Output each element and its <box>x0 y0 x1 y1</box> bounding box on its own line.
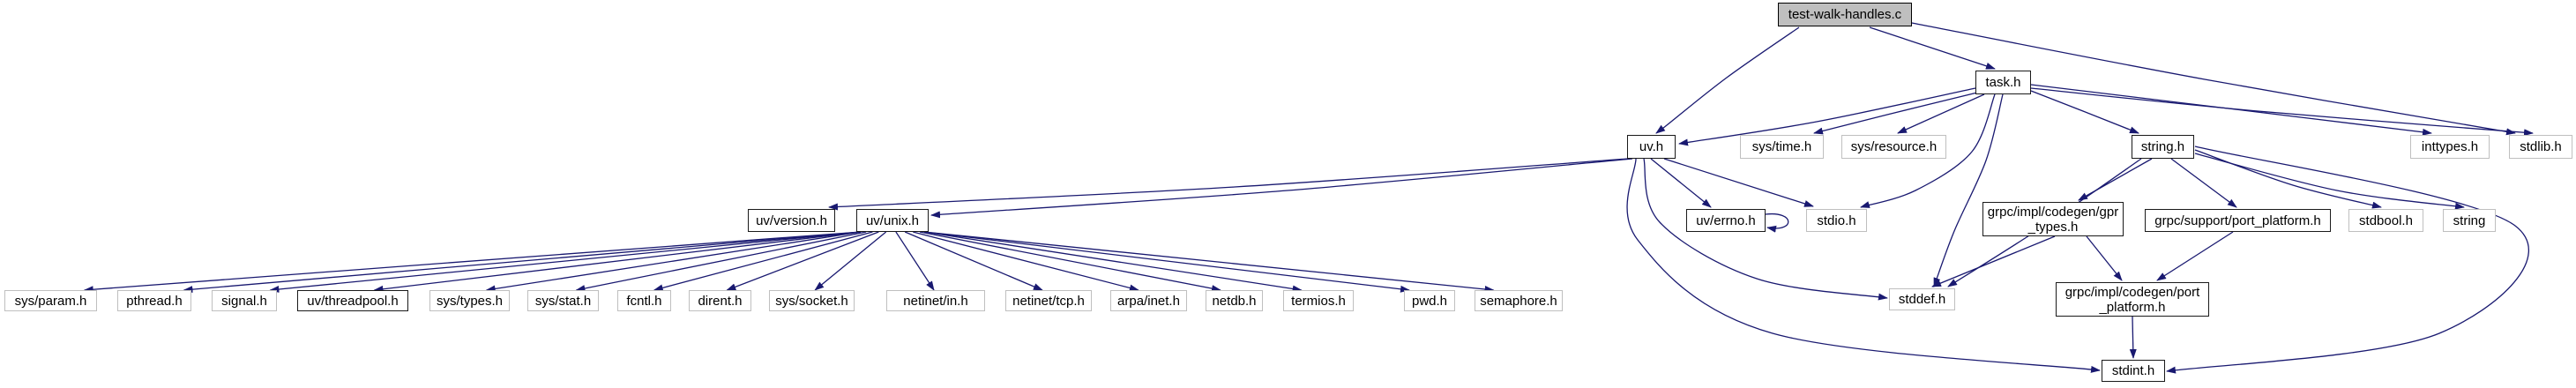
node-stdio-h: stdio.h <box>1806 209 1867 232</box>
edge-uv-unix-h-to-pthread-h <box>183 231 862 294</box>
node-sys-socket-h: sys/socket.h <box>769 290 855 311</box>
edge-string-h-to-stdint-h <box>2166 146 2529 374</box>
edge-gpr-types-h-to-stddef-h <box>1931 235 2056 287</box>
edge-uv-errno-h-to-uv-errno-h <box>1765 213 1789 233</box>
edge-test-walk-handles-c-to-uv-h <box>1655 26 1800 134</box>
node-sys-types-h: sys/types.h <box>429 290 510 311</box>
edge-uv-h-to-stdint-h <box>1626 158 2101 373</box>
edge-task-h-to-string-h <box>2030 90 2139 134</box>
edge-uv-unix-h-to-sys-stat-h <box>575 231 867 292</box>
node-uv-unix-h[interactable]: uv/unix.h <box>856 209 929 232</box>
node-pwd-h: pwd.h <box>1404 290 1455 311</box>
node-string-h[interactable]: string.h <box>2132 135 2194 159</box>
node-uv-errno-h[interactable]: uv/errno.h <box>1686 209 1766 232</box>
node-uv-h[interactable]: uv.h <box>1627 135 1676 159</box>
edge-uv-h-to-stddef-h <box>1643 158 1888 301</box>
node-signal-h: signal.h <box>212 290 277 311</box>
edge-task-h-to-uv-h <box>1678 87 1976 146</box>
edge-string-h-to-stdbool-h <box>2194 149 2382 209</box>
edge-uv-unix-h-to-uv-threadpool-h <box>373 231 862 293</box>
edge-uv-h-to-uv-unix-h <box>930 158 1633 219</box>
edge-gpr-port-platform-h-to-stdint-h <box>2129 316 2137 359</box>
edge-uv-h-to-uv-version-h <box>828 158 1629 211</box>
edge-uv-h-to-uv-errno-h <box>1650 158 1712 208</box>
edge-uv-unix-h-to-dirent-h <box>726 231 879 291</box>
edge-uv-unix-h-to-signal-h <box>269 231 862 293</box>
edge-uv-unix-h-to-netinet-tcp-h <box>904 231 1043 291</box>
edge-uv-unix-h-to-sys-socket-h <box>814 231 887 291</box>
node-semaphore-h: semaphore.h <box>1475 290 1563 311</box>
node-sys-param-h: sys/param.h <box>4 290 97 311</box>
edge-uv-unix-h-to-netdb-h <box>919 231 1221 293</box>
edge-string-h-to-grpc-support-port-platform-h <box>2170 158 2237 208</box>
node-task-h[interactable]: task.h <box>1975 71 2031 94</box>
node-dirent-h: dirent.h <box>689 290 751 311</box>
edge-string-h-to-string <box>2194 153 2465 210</box>
edge-task-h-to-stddef-h <box>1933 93 2004 287</box>
edge-uv-unix-h-to-sys-types-h <box>485 231 862 293</box>
edge-gpr-types-h-to-gpr-port-platform-h <box>2086 235 2123 281</box>
node-grpc-support-port-platform-h[interactable]: grpc/support/port_platform.h <box>2145 209 2331 232</box>
edge-uv-unix-h-to-termios-h <box>923 231 1303 293</box>
node-pthread-h: pthread.h <box>117 290 191 311</box>
node-stdint-h[interactable]: stdint.h <box>2102 360 2165 382</box>
node-sys-stat-h: sys/stat.h <box>527 290 599 311</box>
edge-uv-unix-h-to-netinet-in-h <box>895 231 935 291</box>
node-test-walk-handles-c: test-walk-handles.c <box>1778 3 1912 26</box>
node-netinet-in-h: netinet/in.h <box>886 290 985 311</box>
edge-uv-unix-h-to-fcntl-h <box>653 231 873 292</box>
node-termios-h: termios.h <box>1283 290 1354 311</box>
node-stdbool-h: stdbool.h <box>2348 209 2423 232</box>
node-stdlib-h: stdlib.h <box>2509 135 2572 159</box>
edge-task-h-to-sys-resource-h <box>1897 93 1985 134</box>
node-inttypes-h: inttypes.h <box>2410 135 2490 159</box>
node-sys-resource-h: sys/resource.h <box>1841 135 1946 159</box>
edge-string-h-to-gpr-types-h <box>2078 158 2153 201</box>
edge-uv-unix-h-to-pwd-h <box>923 231 1410 293</box>
node-string: string <box>2443 209 2496 232</box>
node-netinet-tcp-h: netinet/tcp.h <box>1005 290 1092 311</box>
node-uv-threadpool-h[interactable]: uv/threadpool.h <box>297 290 408 311</box>
node-netdb-h: netdb.h <box>1206 290 1263 311</box>
edge-uv-unix-h-to-arpa-inet-h <box>913 231 1139 292</box>
edge-task-h-to-stdio-h <box>1860 93 1996 208</box>
edge-task-h-to-stdlib-h <box>2030 87 2534 137</box>
edge-task-h-to-sys-time-h <box>1813 92 1978 135</box>
edge-grpc-support-port-platform-h-to-gpr-port-platform-h <box>2156 231 2234 281</box>
node-fcntl-h: fcntl.h <box>617 290 671 311</box>
edge-uv-h-to-stdio-h <box>1663 158 1814 207</box>
edge-test-walk-handles-c-to-task-h <box>1869 26 1996 70</box>
node-gpr-types-h[interactable]: grpc/impl/codegen/gpr _types.h <box>1982 202 2124 236</box>
node-sys-time-h: sys/time.h <box>1740 135 1824 159</box>
edge-uv-unix-h-to-semaphore-h <box>923 231 1495 293</box>
node-gpr-port-platform-h[interactable]: grpc/impl/codegen/port _platform.h <box>2056 282 2209 317</box>
edge-test-walk-handles-c-to-stdlib-h <box>1911 22 2516 136</box>
edge-uv-unix-h-to-sys-param-h <box>83 231 862 294</box>
node-arpa-inet-h: arpa/inet.h <box>1110 290 1187 311</box>
node-uv-version-h[interactable]: uv/version.h <box>748 209 835 232</box>
node-stddef-h: stddef.h <box>1889 288 1955 310</box>
